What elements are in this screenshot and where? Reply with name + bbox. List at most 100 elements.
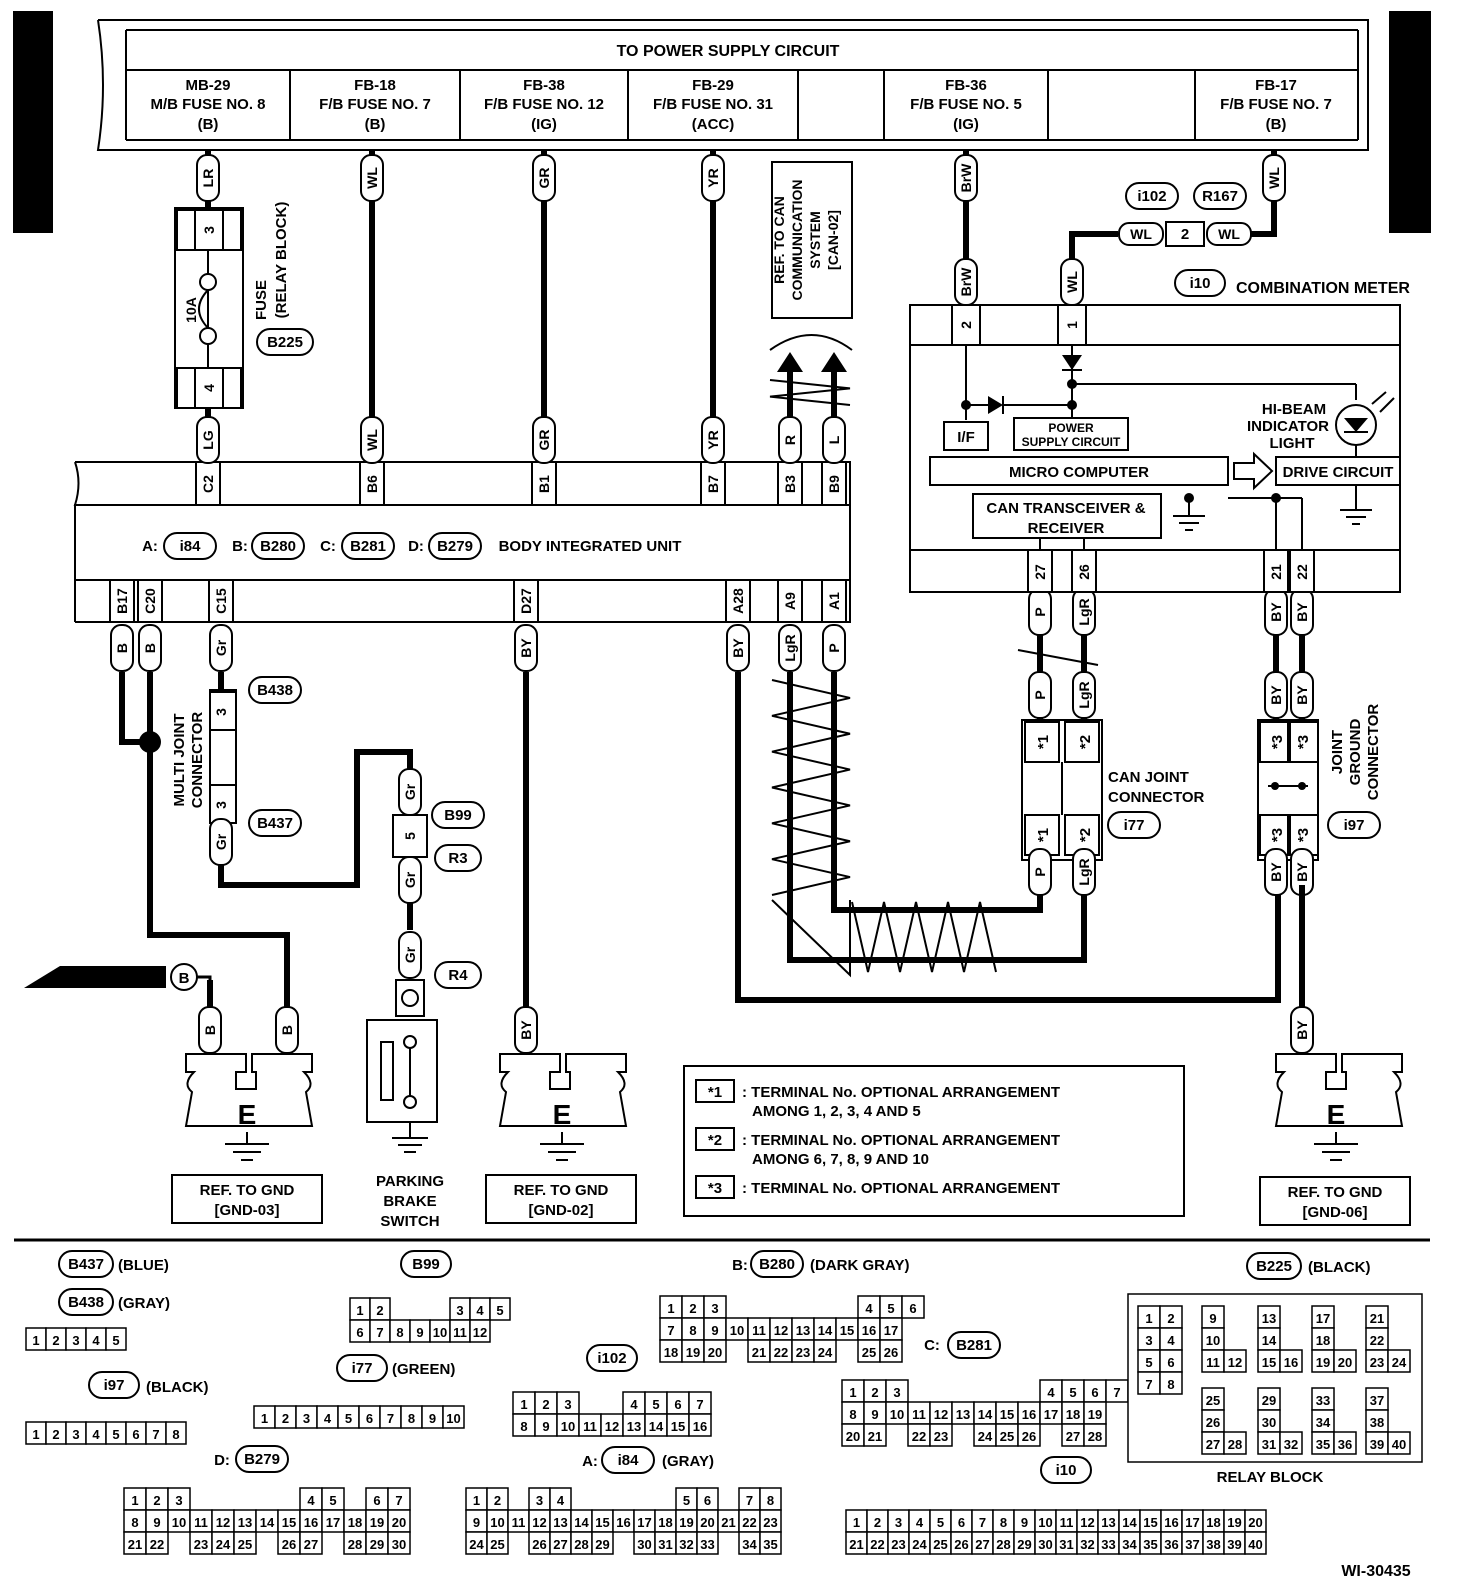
jg-wire-2c: BY <box>1294 862 1310 882</box>
grid-i10-num: 26 <box>954 1537 968 1552</box>
grid-i77-cell <box>442 1405 465 1429</box>
conn-i97-color: (BLACK) <box>146 1379 208 1396</box>
multi-junction <box>139 731 161 753</box>
wire-tag-lr: LR <box>200 169 216 188</box>
fuse-id-2: FB-38 <box>523 77 565 94</box>
grid-b99-num: 11 <box>453 1325 467 1340</box>
conn-b281-prefix: C: <box>924 1337 940 1354</box>
hl02-b: B <box>179 970 190 987</box>
grid-i10-num: 19 <box>1227 1515 1241 1530</box>
grid-b99-num: 2 <box>376 1303 383 1318</box>
grid-i102-num: 2 <box>542 1397 549 1412</box>
grid-b281-cell <box>863 1423 887 1447</box>
wire-tag-wl-top: WL <box>364 167 380 189</box>
grid-relay-f-cell <box>1223 1431 1247 1455</box>
grid-i84-num: 19 <box>679 1515 693 1530</box>
jg-wire-1b-tag <box>1264 671 1288 719</box>
grid-b281-num: 17 <box>1044 1407 1058 1422</box>
grid-i77-num: 9 <box>429 1411 436 1426</box>
jg-wire-2b-tag <box>1290 671 1314 719</box>
grid-i84-num: 27 <box>553 1537 567 1552</box>
pb-contact-2 <box>403 1095 417 1109</box>
grid-b99-num: 5 <box>496 1303 503 1318</box>
biu-top-pin-5: B9 <box>826 475 842 493</box>
cj-wire-lgr-3: LgR <box>1076 858 1092 885</box>
grid-b99-num: 8 <box>396 1325 403 1340</box>
grid-b281-num: 4 <box>1047 1385 1055 1400</box>
jg-wire-2b: BY <box>1294 685 1310 705</box>
grid-b99-num: 10 <box>433 1325 447 1340</box>
grid-relay-f-num: 28 <box>1228 1437 1242 1452</box>
hl02-text: H/L-02 <box>104 970 153 987</box>
grid-i84-num: 8 <box>767 1493 774 1508</box>
grid-b281-num: 6 <box>1091 1385 1098 1400</box>
gnd-ref-3-b: [GND-06] <box>1302 1204 1367 1221</box>
jg-s3-2: *3 <box>1295 735 1312 749</box>
fuse-id-3: FB-29 <box>692 77 734 94</box>
grid-b279-num: 4 <box>307 1493 315 1508</box>
grid-b99-num: 1 <box>356 1303 363 1318</box>
grid-b280-num: 15 <box>840 1323 854 1338</box>
mj-wire-bot: Gr <box>213 833 229 850</box>
mj-ref-bot: B437 <box>257 815 293 832</box>
jg-s3-3: *3 <box>1269 828 1286 842</box>
cj-label-1: CONNECTOR <box>1108 789 1205 806</box>
fuse-id-1: FB-18 <box>354 77 396 94</box>
grid-i97-num: 1 <box>32 1427 39 1442</box>
grid-b281-num: 25 <box>1000 1429 1014 1444</box>
jg-wire-2a: BY <box>1294 602 1310 622</box>
grid-relay-h-cell <box>1333 1431 1357 1455</box>
biu-bot-wire-0-tag <box>110 624 134 672</box>
grid-i10-num: 6 <box>958 1515 965 1530</box>
grid-b279-num: 11 <box>194 1515 208 1530</box>
grid-i97-cell <box>165 1421 187 1445</box>
power-bus-title: TO POWER SUPPLY CIRCUIT <box>617 43 840 60</box>
wire-tag-brw-1-tag <box>954 154 978 202</box>
fuse-label: FUSE <box>253 280 270 320</box>
gnd1-tag-a: B <box>202 1025 218 1035</box>
biu-top-wire-2-tag <box>532 416 556 464</box>
conn-b281-oval <box>947 1331 1001 1359</box>
fuse-name-3: F/B FUSE NO. 31 <box>653 96 773 113</box>
fuse-type-0: (B) <box>198 116 219 133</box>
grid-i84-num: 35 <box>763 1537 777 1552</box>
diode-2 <box>988 396 1003 414</box>
r167-ref-oval <box>1193 182 1247 210</box>
power-bus-outline <box>96 19 1369 151</box>
fuse-element-top <box>199 273 217 291</box>
grid-i84-num: 18 <box>658 1515 672 1530</box>
grid-b280-num: 2 <box>689 1301 696 1316</box>
grid-i84-num: 15 <box>595 1515 609 1530</box>
grid-relay-e-cell <box>1387 1349 1411 1373</box>
mj-pin-bot: 3 <box>213 801 229 809</box>
legend-key-1 <box>695 1127 735 1151</box>
grid-b281-num: 26 <box>1022 1429 1036 1444</box>
conn-i84-prefix: A: <box>582 1453 598 1470</box>
can-ref-line-2: SYSTEM <box>807 211 823 269</box>
conn-b437-color: (BLUE) <box>118 1257 169 1274</box>
gnd1-tag-b: B <box>279 1025 295 1035</box>
grid-i84-num: 25 <box>490 1537 504 1552</box>
pb-ref-r4-oval <box>434 961 482 989</box>
grid-i84-num: 16 <box>616 1515 630 1530</box>
grid-i84-num: 4 <box>557 1493 565 1508</box>
fuse-pin-bot: 4 <box>201 384 217 392</box>
wire-to-parking <box>218 749 413 888</box>
figure-id: WI-30435 <box>1341 1563 1410 1580</box>
grid-i97-num: 2 <box>52 1427 59 1442</box>
i102-ref-oval <box>1125 182 1179 210</box>
grid-relay-h-num: 35 <box>1316 1437 1330 1452</box>
i102-wl-right-tag <box>1206 222 1252 246</box>
conn-b281: B281 <box>956 1337 992 1354</box>
conn-b280-color: (DARK GRAY) <box>810 1257 909 1274</box>
grid-relay-c-num: 16 <box>1284 1355 1298 1370</box>
pb-wire-1: Gr <box>402 783 418 800</box>
grid-relay-f-num: 26 <box>1206 1415 1220 1430</box>
biu-bot-wire-2: Gr <box>213 639 229 656</box>
wire-tag-wl-meter: WL <box>1064 271 1080 293</box>
meter-ref: i10 <box>1190 275 1211 292</box>
grid-relay-a-num: 2 <box>1167 1311 1174 1326</box>
grid-relay-i-num: 40 <box>1392 1437 1406 1452</box>
fuse-pin-top-box <box>176 209 242 251</box>
grid-b279-cell <box>233 1531 257 1555</box>
